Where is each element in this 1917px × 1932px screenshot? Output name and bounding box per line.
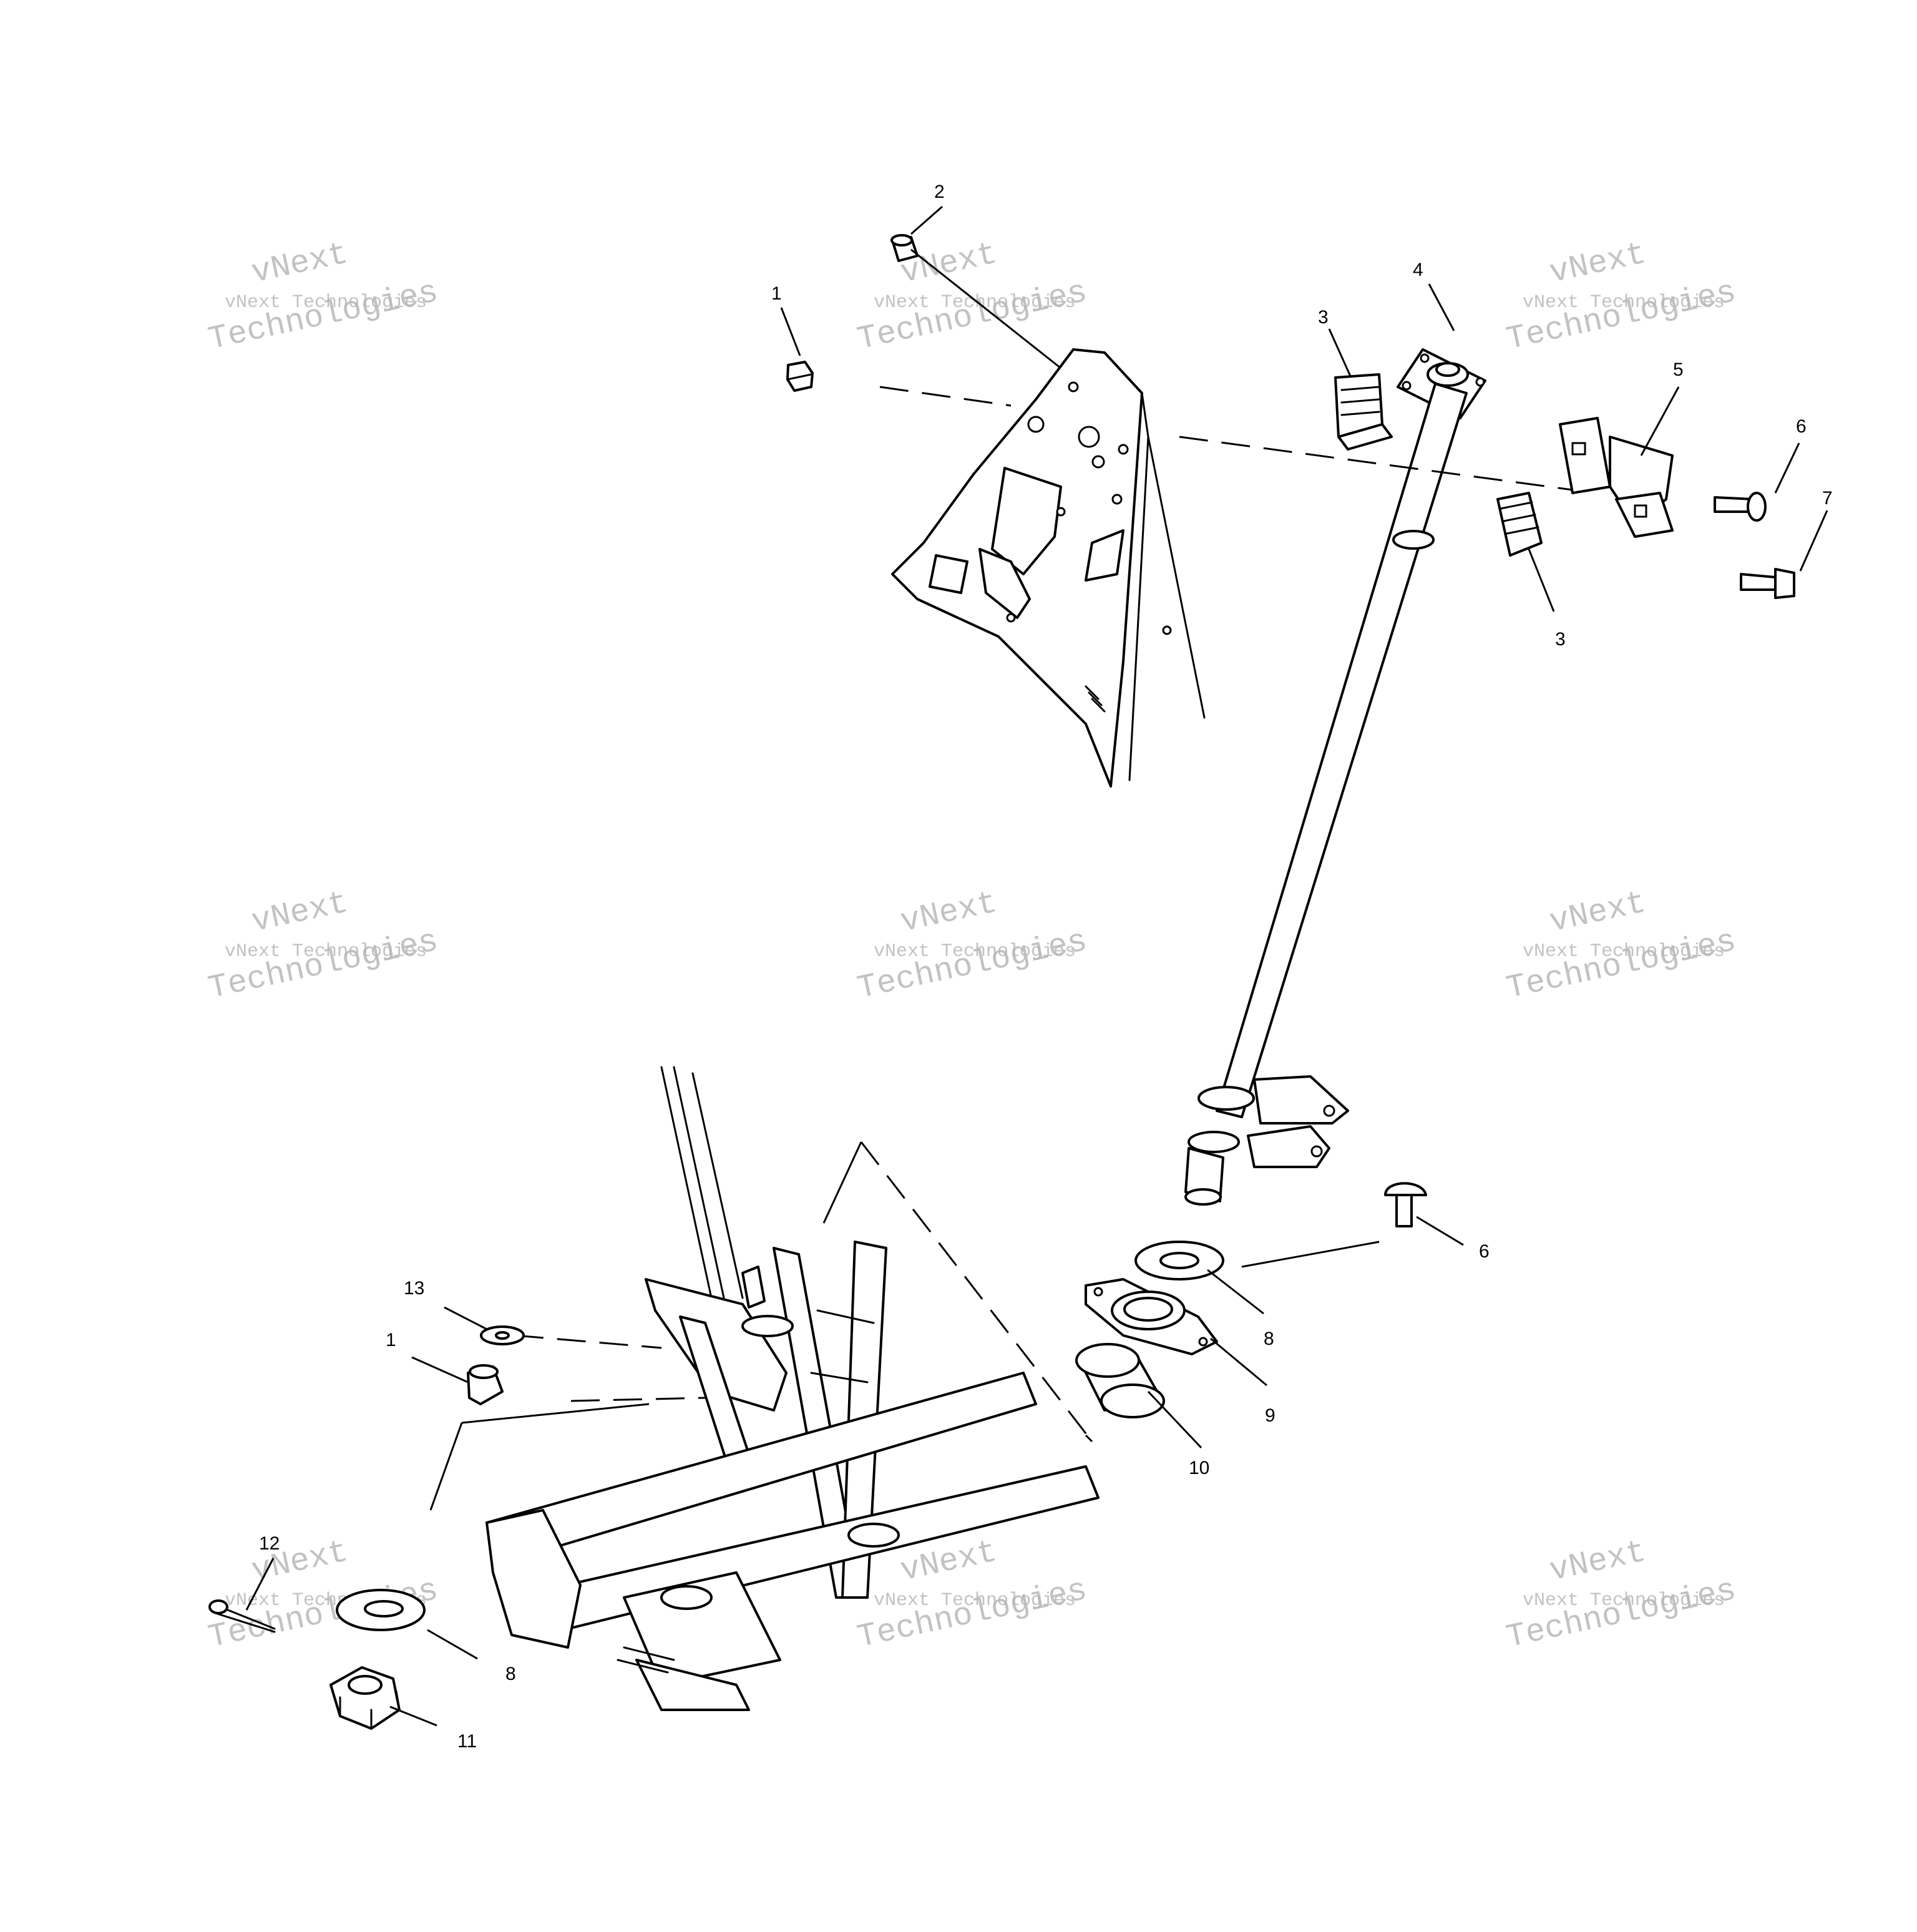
nut-bottom: [467, 1364, 504, 1405]
callout-2: 2: [934, 182, 945, 202]
callout-13: 13: [404, 1278, 424, 1299]
column-upper-ring: [1392, 530, 1435, 550]
svg-text:vNext Technologies: vNext Technologies: [874, 941, 1076, 962]
callout-6-top: 6: [1796, 416, 1807, 437]
svg-text:vNext Technologies: vNext Technologies: [1523, 941, 1725, 962]
watermark-mid-right: vNext vNext Technologies Technologies: [1503, 884, 1740, 1008]
washer-right: [1134, 1241, 1224, 1281]
watermark-top-center: vNext vNext Technologies Technologies: [854, 235, 1091, 359]
column-lower-ring-2: [1188, 1131, 1240, 1153]
callout-3-top: 3: [1318, 307, 1329, 328]
column-lower-ring-1: [1198, 1086, 1255, 1111]
column-clamp: [1559, 417, 1674, 538]
svg-text:vNext Technologies: vNext Technologies: [874, 292, 1076, 313]
watermark-bottom-left: vNext vNext Technologies Technologies: [205, 1533, 442, 1656]
callout-5: 5: [1673, 359, 1684, 380]
frame-front-cross: [485, 1509, 582, 1649]
svg-text:Technologies: Technologies: [1503, 923, 1740, 1008]
watermark-mid-left: vNext vNext Technologies Technologies: [205, 884, 442, 1008]
callout-4: 4: [1413, 260, 1423, 280]
callout-3-bottom: 3: [1555, 629, 1566, 650]
assembly-lines: [429, 386, 1573, 1511]
svg-text:vNext Technologies: vNext Technologies: [225, 292, 427, 313]
bolt-7: [1740, 568, 1795, 599]
svg-text:Technologies: Technologies: [854, 923, 1091, 1008]
bushing-top: [1334, 373, 1393, 451]
bolt-6-top: [1714, 492, 1767, 522]
svg-text:Technologies: Technologies: [1503, 1572, 1740, 1657]
callout-9: 9: [1265, 1405, 1276, 1426]
callout-1-top: 1: [771, 283, 782, 304]
callout-8-left: 8: [505, 1664, 516, 1684]
svg-text:Technologies: Technologies: [205, 274, 442, 359]
lower-frame-assembly: [485, 1066, 1100, 1711]
watermarks: vNext vNext Technologies Technologies vN…: [205, 235, 1740, 1657]
svg-text:vNext: vNext: [1546, 1533, 1649, 1589]
flange-bearing: [1085, 1278, 1218, 1355]
watermark-bottom-right: vNext vNext Technologies Technologies: [1503, 1533, 1740, 1657]
pitman-arm-upper: [1253, 1075, 1349, 1125]
frame-post: [741, 1266, 766, 1309]
callout-leaders: [245, 205, 1828, 1727]
pitman-arm-lower: [1247, 1125, 1330, 1168]
watermark-top-right: vNext vNext Technologies Technologies: [1503, 235, 1740, 359]
callout-11: 11: [457, 1731, 477, 1752]
washer-left: [336, 1589, 426, 1631]
svg-text:Technologies: Technologies: [854, 1572, 1091, 1657]
bolt-6-bottom: [1384, 1182, 1427, 1227]
callout-7: 7: [1822, 488, 1833, 509]
svg-text:vNext Technologies: vNext Technologies: [874, 1590, 1076, 1611]
svg-text:vNext: vNext: [248, 884, 351, 940]
callout-10: 10: [1189, 1458, 1209, 1478]
watermark-mid-center: vNext vNext Technologies Technologies: [854, 884, 1091, 1008]
svg-text:vNext Technologies: vNext Technologies: [225, 941, 427, 962]
callout-1-bottom: 1: [386, 1330, 396, 1350]
svg-text:vNext: vNext: [248, 235, 351, 291]
svg-text:Technologies: Technologies: [205, 923, 442, 1008]
svg-text:vNext: vNext: [1546, 884, 1649, 940]
lower-bracket-left: [645, 1278, 788, 1412]
svg-text:vNext: vNext: [897, 884, 1000, 940]
castle-nut: [329, 1666, 401, 1730]
svg-text:vNext: vNext: [1546, 235, 1649, 291]
callout-6-bottom: 6: [1479, 1241, 1490, 1262]
bolt-top: [890, 234, 919, 262]
callout-12: 12: [259, 1533, 280, 1554]
nut-top: [786, 361, 814, 392]
callout-8-right: 8: [1264, 1329, 1274, 1349]
column-lower-stub: [1184, 1147, 1224, 1203]
svg-text:Technologies: Technologies: [854, 274, 1091, 359]
bushing-bottom: [1496, 492, 1543, 557]
steering-column: [1184, 348, 1486, 1206]
bushing-ring: [1075, 1343, 1165, 1418]
column-shaft: [1216, 383, 1468, 1118]
svg-text:Technologies: Technologies: [1503, 274, 1740, 359]
cotter-pin: [208, 1599, 276, 1633]
svg-text:vNext Technologies: vNext Technologies: [1523, 1590, 1725, 1611]
upper-frame-bracket: [891, 348, 1206, 788]
washer-13: [480, 1325, 525, 1345]
callout-labels: 1 2 3 4 5 6 7 3 6 8 9 10 13 1 12 8 11: [259, 182, 1833, 1752]
watermark-top-left: vNext vNext Technologies Technologies: [205, 235, 442, 359]
svg-text:vNext Technologies: vNext Technologies: [1523, 292, 1725, 313]
